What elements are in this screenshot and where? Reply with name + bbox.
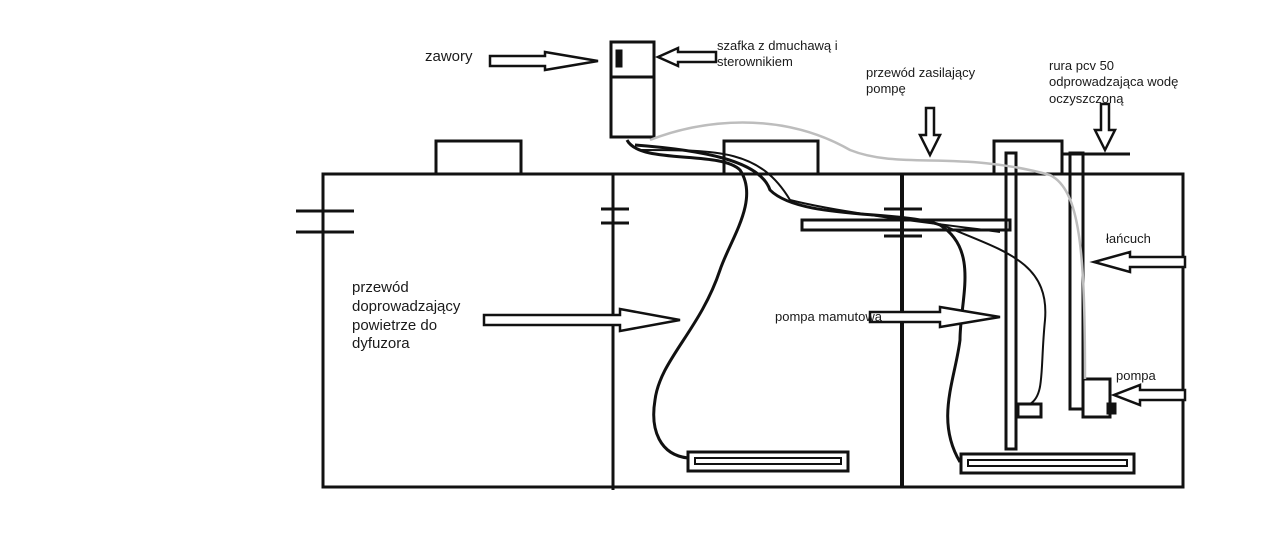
diffuser-2: [959, 452, 1136, 475]
label-pump: pompa: [1116, 368, 1156, 383]
label-valves: zawory: [425, 48, 473, 65]
arrow-valves: [488, 50, 599, 72]
label-mammoth-pump: pompa mamutowa: [775, 309, 882, 324]
arrow-power-cable: [917, 106, 943, 158]
pump-body: [1081, 377, 1112, 419]
pump-power-cable: [649, 121, 1087, 380]
air-hose-mammoth-foot: [939, 223, 1047, 405]
label-pvc-pipe: rura pcv 50 odprowadzająca wodę oczyszcz…: [1049, 58, 1179, 106]
arrow-mammoth-pump: [868, 305, 1001, 329]
arrow-pvc-pipe: [1092, 102, 1118, 153]
cabinet-handle: [615, 49, 623, 68]
inspection-hatch: [434, 139, 523, 176]
air-hose-diffuser-1: [625, 139, 749, 460]
blower-cabinet: [609, 40, 656, 139]
arrow-pump: [1110, 383, 1187, 407]
label-pump-power-cable: przewód zasilający pompę: [866, 65, 976, 97]
diffuser-2-inner: [967, 459, 1128, 467]
pump-outlet: [1106, 402, 1117, 415]
label-air-hose: przewód doprowadzający powietrze do dyfu…: [352, 279, 461, 353]
mammoth-pump-foot: [1016, 402, 1043, 419]
label-blower-cabinet: szafka z dmuchawą i sterownikiem: [717, 38, 838, 70]
diffuser-1-inner: [694, 457, 842, 465]
arrow-air-hose: [482, 307, 681, 333]
mammoth-pump-riser: [1004, 151, 1018, 451]
pvc-discharge-pipe: [1068, 151, 1085, 411]
label-chain: łańcuch: [1106, 231, 1151, 246]
arrow-chain: [1089, 250, 1187, 274]
diffuser-1: [686, 450, 850, 473]
arrow-cabinet: [654, 46, 718, 68]
air-hose-diffuser-2: [634, 143, 967, 463]
pump-hatch: [992, 139, 1064, 176]
